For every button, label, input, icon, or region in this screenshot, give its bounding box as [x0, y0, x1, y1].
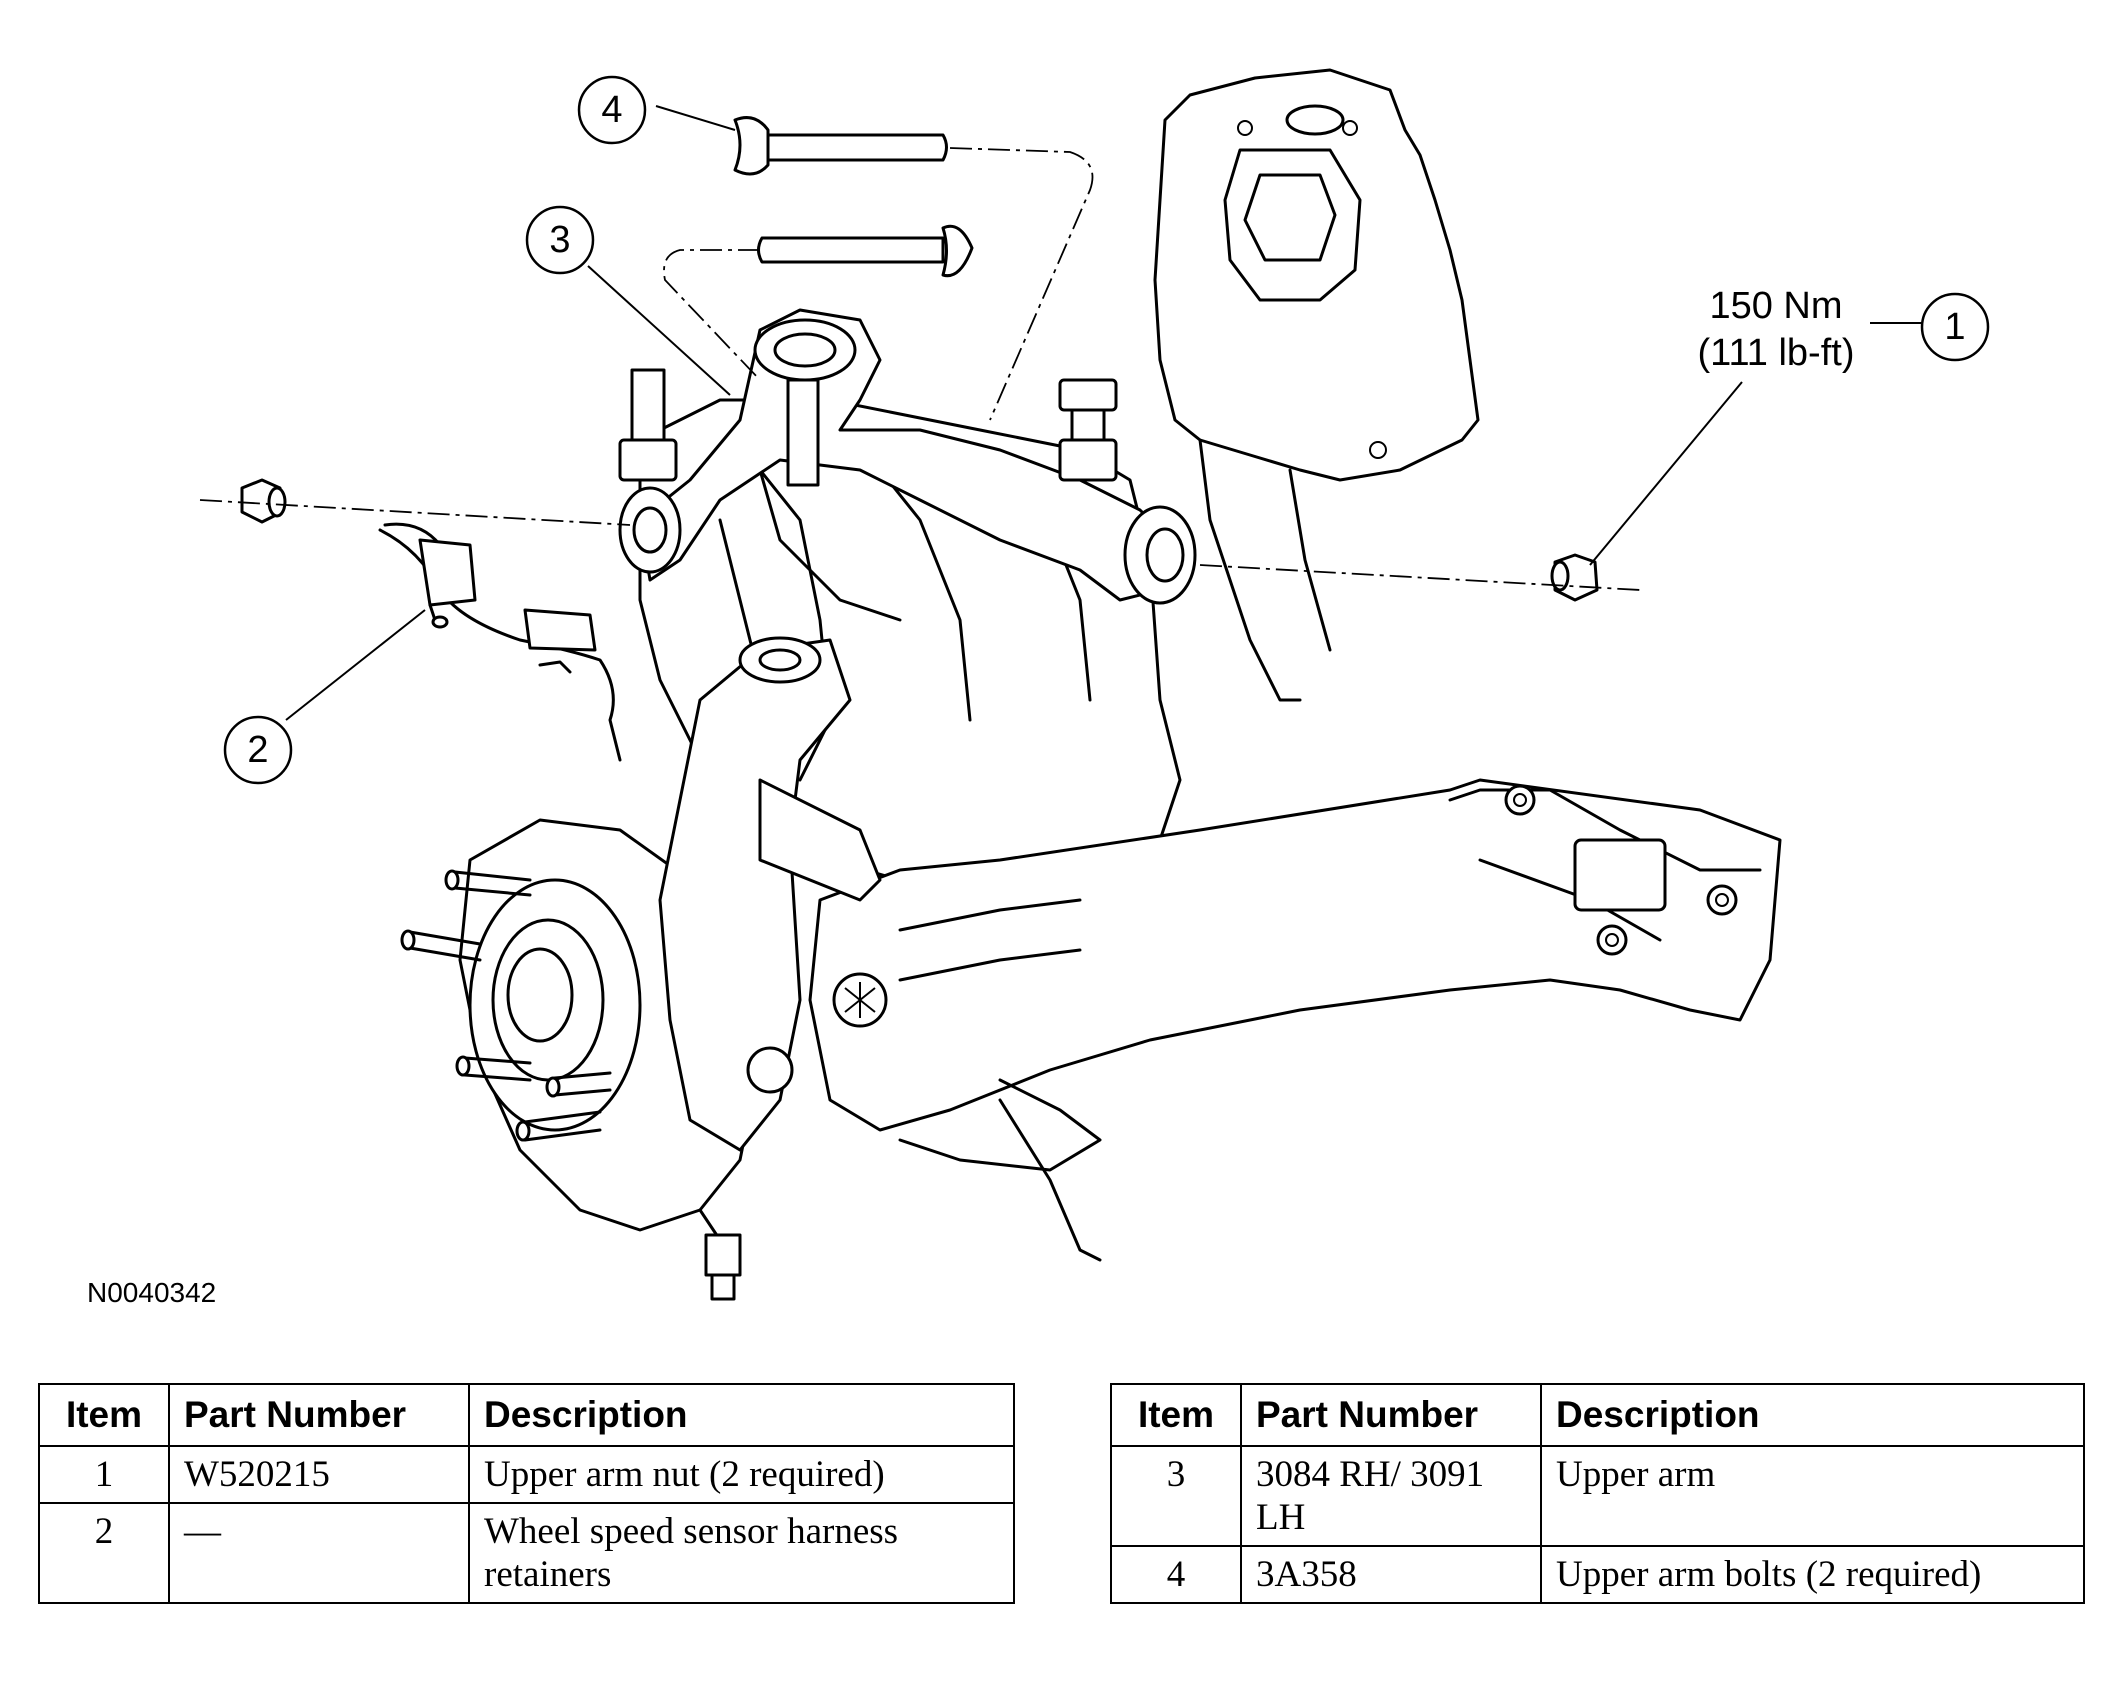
table-row: 4 3A358 Upper arm bolts (2 required): [1110, 1545, 2085, 1604]
description-cell: Upper arm nut (2 required): [468, 1445, 1015, 1504]
spring-tower: [1153, 68, 1480, 702]
column-header-part-number: Part Number: [168, 1383, 470, 1447]
item-cell: 4: [1110, 1545, 1242, 1604]
callout-1-label: 1: [1944, 306, 1965, 348]
callout-2: 2: [223, 715, 293, 785]
upper-control-arm: [618, 308, 1197, 605]
table-header-row: Item Part Number Description: [1110, 1383, 2085, 1447]
wheel-studs: [400, 869, 612, 1142]
table-row: 3 3084 RH/ 3091 LH Upper arm: [1110, 1445, 2085, 1547]
torque-value-lbft: (111 lb-ft): [1698, 332, 1855, 374]
callout-3: 3: [525, 205, 595, 275]
alignment-lines: [199, 147, 1641, 591]
lower-arm-studs: [1504, 784, 1738, 956]
column-header-item: Item: [38, 1383, 170, 1447]
part-number-cell: —: [168, 1502, 470, 1604]
parts-table-left: Item Part Number Description 1 W520215 U…: [38, 1383, 1015, 1604]
column-header-description: Description: [468, 1383, 1015, 1447]
column-header-part-number: Part Number: [1240, 1383, 1542, 1447]
callout-2-label: 2: [247, 729, 268, 771]
item-cell: 1: [38, 1445, 170, 1504]
callout-1: 1: [1920, 292, 1990, 362]
part-number-cell: 3084 RH/ 3091 LH: [1240, 1445, 1542, 1547]
description-cell: Upper arm: [1540, 1445, 2085, 1547]
part-number-cell: W520215: [168, 1445, 470, 1504]
wheel-speed-sensor-harness: [378, 522, 622, 762]
table-header-row: Item Part Number Description: [38, 1383, 1015, 1447]
upper-arm-bolts: [733, 116, 974, 278]
table-row: 1 W520215 Upper arm nut (2 required): [38, 1445, 1015, 1504]
parts-table-right: Item Part Number Description 3 3084 RH/ …: [1110, 1383, 2085, 1604]
part-number-cell: 3A358: [1240, 1545, 1542, 1604]
wheel-hub: [400, 818, 762, 1301]
leader-lines: [285, 105, 1927, 721]
callout-4: 4: [577, 75, 647, 145]
description-cell: Wheel speed sensor harness retainers: [468, 1502, 1015, 1604]
knuckle-upper-arm: [658, 636, 1102, 1262]
table-row: 2 — Wheel speed sensor harness retainers: [38, 1502, 1015, 1604]
lower-control-arm: [808, 778, 1782, 1172]
torque-value-nm: 150 Nm: [1709, 285, 1842, 327]
description-cell: Upper arm bolts (2 required): [1540, 1545, 2085, 1604]
figure-id: N0040342: [87, 1277, 216, 1308]
frame-mount-studs: [618, 368, 1118, 482]
item-cell: 2: [38, 1502, 170, 1604]
column-header-description: Description: [1540, 1383, 2085, 1447]
suspension-exploded-diagram: 4 3 1 2 150 Nm (111 lb-ft) N0040342: [87, 68, 1990, 1308]
item-cell: 3: [1110, 1445, 1242, 1547]
upper-arm-nuts: [240, 478, 1599, 602]
column-header-item: Item: [1110, 1383, 1242, 1447]
callout-4-label: 4: [601, 89, 622, 131]
callout-3-label: 3: [549, 219, 570, 261]
